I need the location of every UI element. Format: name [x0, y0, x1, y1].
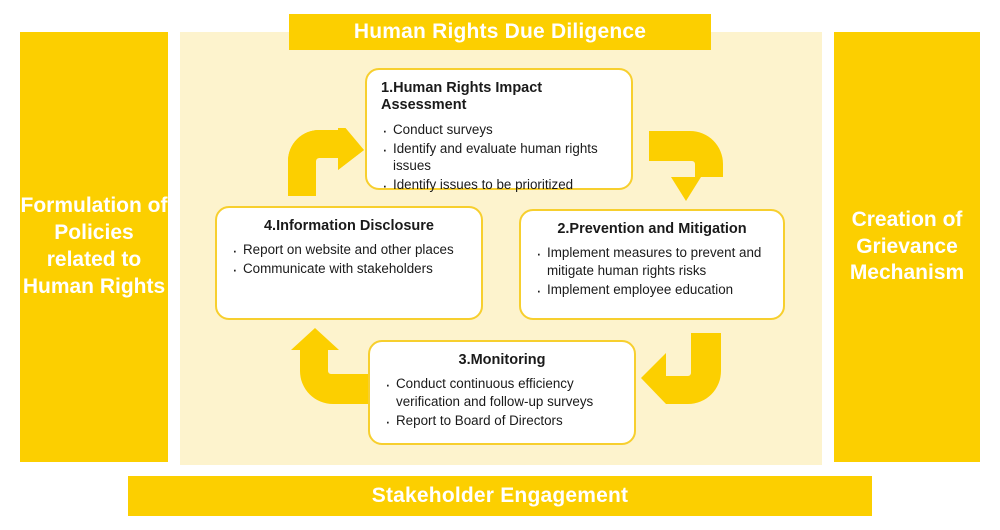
step-card-1: 1.Human Rights Impact Assessment Conduct… [365, 68, 633, 198]
arrow-right-down-icon [649, 131, 723, 201]
left-band-policy-formulation: Formulation of Policies related to Human… [20, 32, 168, 462]
step-card-2: 2.Prevention and Mitigation Implement me… [519, 209, 785, 320]
step-2-bullets: Implement measures to prevent and mitiga… [535, 243, 769, 302]
list-item: Conduct continuous efficiency verificati… [384, 374, 620, 411]
list-item: Conduct surveys [381, 120, 617, 142]
left-band-label: Formulation of Policies related to Human… [20, 194, 168, 298]
footer-title: Stakeholder Engagement [371, 484, 629, 507]
step-card-3: 3.Monitoring Conduct continuous efficien… [368, 340, 636, 445]
step-3-bullets: Conduct continuous efficiency verificati… [384, 374, 620, 433]
right-band-label: Creation of Grievance Mechanism [849, 207, 965, 285]
list-item: Communicate with stakeholders [231, 259, 467, 281]
arrow-down-left-icon [641, 333, 721, 404]
step-card-4: 4.Information Disclosure Report on websi… [215, 206, 483, 320]
right-band-grievance-mechanism: Creation of Grievance Mechanism [834, 32, 980, 462]
list-item: Implement measures to prevent and mitiga… [535, 243, 769, 280]
list-item: Identify issues to be prioritized [381, 175, 617, 197]
step-4-title: 4.Information Disclosure [263, 218, 434, 234]
list-item: Report on website and other places [231, 240, 467, 262]
header-title: Human Rights Due Diligence [353, 20, 647, 43]
header-bar: Human Rights Due Diligence [289, 14, 711, 50]
list-item: Report to Board of Directors [384, 411, 620, 433]
step-1-bullets: Conduct surveys Identify and evaluate hu… [381, 120, 617, 198]
step-1-title: 1.Human Rights Impact Assessment [381, 80, 543, 114]
arrow-up-right-icon [288, 128, 364, 196]
footer-bar: Stakeholder Engagement [128, 476, 872, 516]
step-3-title: 3.Monitoring [458, 352, 546, 368]
list-item: Implement employee education [535, 280, 769, 302]
step-4-bullets: Report on website and other places Commu… [231, 240, 467, 281]
step-2-title: 2.Prevention and Mitigation [557, 221, 747, 237]
arrow-left-up-icon [291, 328, 369, 404]
list-item: Identify and evaluate human rights issue… [381, 139, 617, 176]
